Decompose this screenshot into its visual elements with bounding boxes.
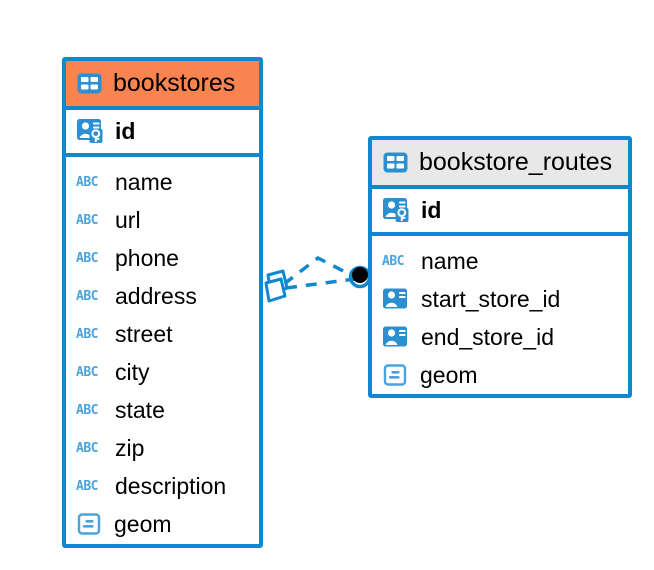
column-row-name[interactable]: ABC name [66,163,259,201]
column-row-start-store-id[interactable]: start_store_id [372,280,628,318]
foreign-key-icon [383,326,407,347]
abc-text-icon: ABC [76,402,98,418]
column-row-end-store-id[interactable]: end_store_id [372,318,628,356]
foreign-key-icon [383,288,407,309]
diamond-marker-icon [264,269,289,303]
column-name-geom: geom [420,361,478,388]
abc-text-icon: ABC [76,288,98,304]
entity-header-bookstores[interactable]: bookstores [66,61,259,110]
column-row-name[interactable]: ABC name [372,242,628,280]
abc-text-icon: ABC [76,440,98,456]
abc-text-icon: ABC [76,250,98,266]
column-row-state[interactable]: ABC state [66,391,259,429]
column-row-id[interactable]: id [66,110,259,157]
entity-bookstores[interactable]: bookstores id ABC name [62,57,263,548]
abc-text-icon: ABC [76,364,98,380]
column-row-city[interactable]: ABC city [66,353,259,391]
column-name-state: state [115,396,165,423]
column-name-street: street [115,320,173,347]
column-row-phone[interactable]: ABC phone [66,239,259,277]
column-name-id: id [115,118,136,144]
geometry-icon [383,364,407,386]
column-row-description[interactable]: ABC description [66,467,259,505]
abc-text-icon: ABC [76,478,98,494]
column-row-zip[interactable]: ABC zip [66,429,259,467]
primary-key-icon [383,198,409,222]
table-icon [77,73,102,94]
column-row-geom[interactable]: geom [66,505,259,543]
column-row-id[interactable]: id [372,189,628,236]
column-name-zip: zip [115,434,145,461]
abc-text-icon: ABC [76,174,98,190]
column-row-street[interactable]: ABC street [66,315,259,353]
primary-key-icon [77,119,103,143]
column-name-start-store-id: start_store_id [421,285,561,312]
column-name-address: address [115,282,197,309]
column-name-phone: phone [115,244,179,271]
column-name-city: city [115,358,150,385]
entity-header-bookstore-routes[interactable]: bookstore_routes [372,140,628,189]
column-name-end-store-id: end_store_id [421,323,554,350]
column-row-url[interactable]: ABC url [66,201,259,239]
column-name-description: description [115,472,227,499]
table-icon [383,152,408,173]
abc-text-icon: ABC [76,212,98,228]
relationship-line-lower [285,277,356,290]
relationship-line-upper [282,255,356,286]
column-name-geom: geom [114,510,172,537]
entity-title-bookstore-routes: bookstore_routes [419,148,613,176]
column-name-name: name [115,168,173,195]
geometry-icon [77,513,101,535]
column-row-address[interactable]: ABC address [66,277,259,315]
endpoint-circle-icon [348,265,372,289]
column-name-url: url [115,206,141,233]
column-row-geom[interactable]: geom [372,356,628,394]
abc-text-icon: ABC [382,253,404,269]
column-name-id: id [421,197,442,223]
entity-title-bookstores: bookstores [113,69,236,97]
column-name-name: name [421,247,479,274]
entity-bookstore-routes[interactable]: bookstore_routes id ABC name [368,136,632,398]
abc-text-icon: ABC [76,326,98,342]
